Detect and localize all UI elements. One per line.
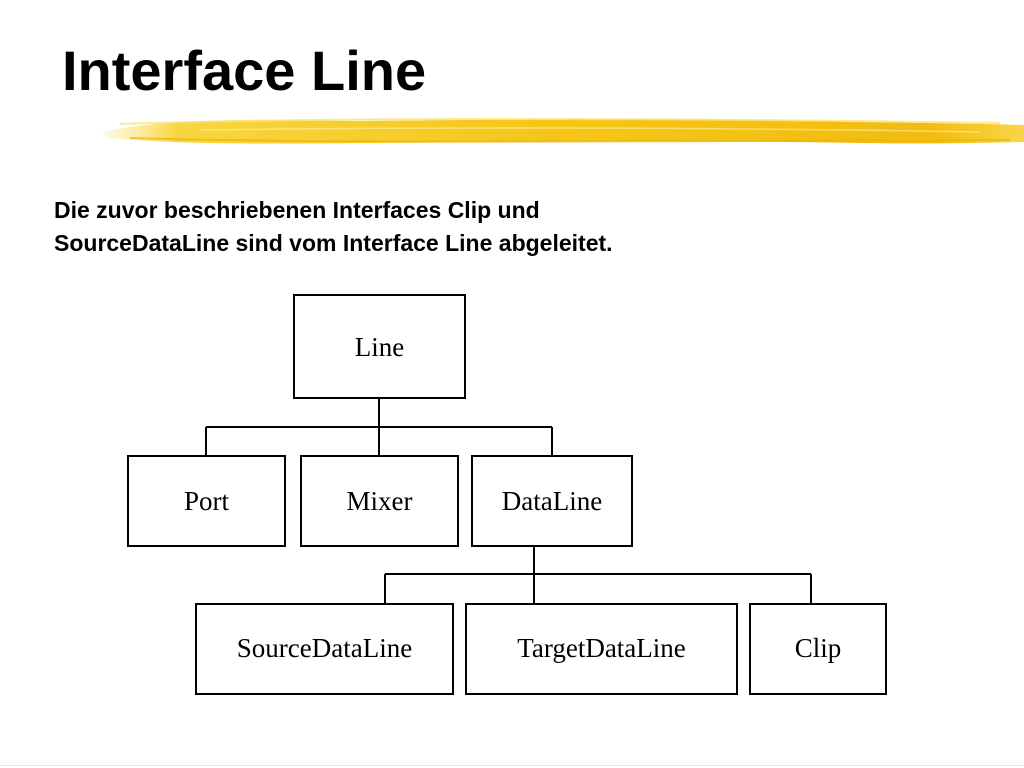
slide-title: Interface Line	[62, 39, 427, 102]
box-sourcedataline-label: SourceDataLine	[237, 633, 412, 663]
box-mixer: Mixer	[300, 455, 459, 547]
footer-divider	[0, 765, 1024, 766]
intro-text: Die zuvor beschriebenen Interfaces Clip …	[54, 194, 974, 260]
box-line: Line	[293, 294, 466, 399]
box-clip: Clip	[749, 603, 887, 695]
box-line-label: Line	[355, 332, 404, 362]
box-targetdataline-label: TargetDataLine	[517, 633, 686, 663]
box-mixer-label: Mixer	[347, 486, 413, 516]
intro-line-2: SourceDataLine sind vom Interface Line a…	[54, 230, 613, 256]
box-clip-label: Clip	[795, 633, 842, 663]
connectors-root	[205, 398, 553, 456]
box-sourcedataline: SourceDataLine	[195, 603, 454, 695]
intro-line-1: Die zuvor beschriebenen Interfaces Clip …	[54, 197, 540, 223]
box-port: Port	[127, 455, 286, 547]
connectors-dataline	[384, 546, 812, 604]
box-port-label: Port	[184, 486, 230, 516]
box-dataline-label: DataLine	[502, 486, 602, 516]
box-targetdataline: TargetDataLine	[465, 603, 738, 695]
title-underline-brush	[102, 117, 1024, 144]
box-dataline: DataLine	[471, 455, 633, 547]
